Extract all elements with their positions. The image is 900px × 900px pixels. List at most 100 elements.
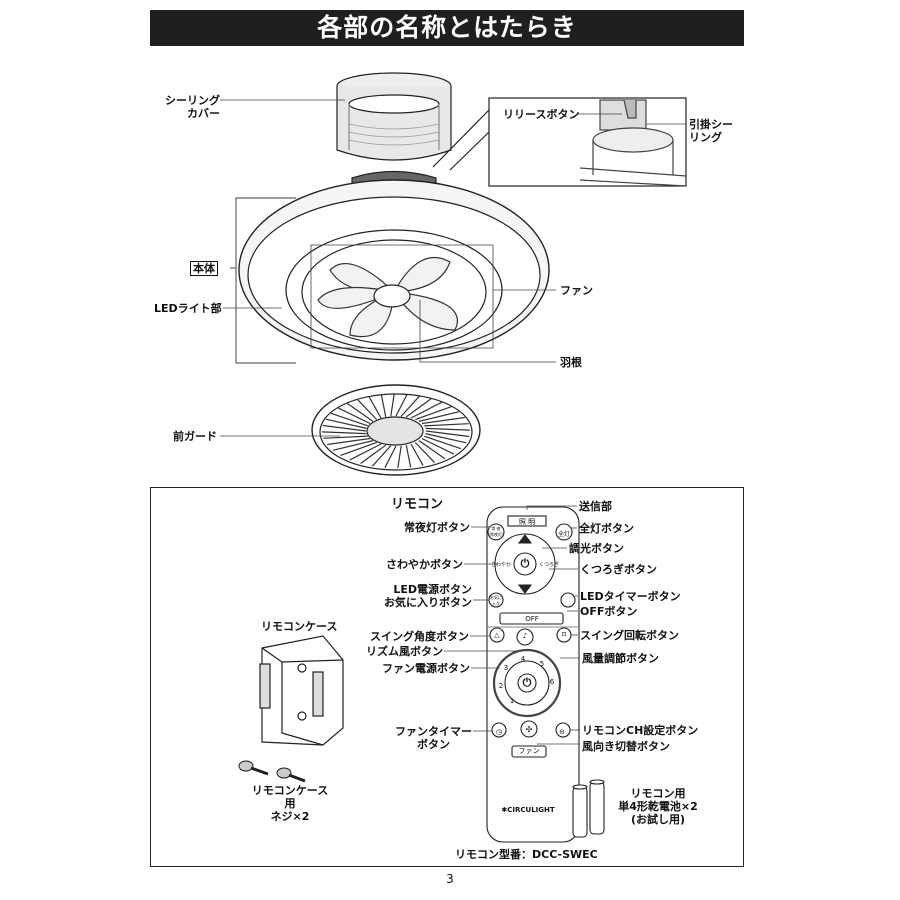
remote-heading: リモコン [391,497,444,512]
label-fan-power: ファン電源ボタン [382,662,470,675]
label-night-light: 常夜灯ボタン [404,521,470,534]
guard-spoke [384,445,397,468]
guard-spoke [418,440,446,460]
label-ceiling-cover: シーリング カバー [165,94,220,120]
label-led-timer: LEDタイマーボタン [580,590,681,603]
relax-button[interactable]: くつろぎ [538,562,559,568]
favorite-button[interactable]: お気に 入り [490,595,502,606]
remote-case-drawing [259,635,344,746]
guard-spoke [424,423,469,427]
speed-6[interactable]: 6 [549,678,555,686]
speed-3[interactable]: 3 [503,664,509,672]
label-dimmer: 調光ボタン [569,542,624,555]
label-body: 本体 [190,261,218,276]
guard-spoke [323,435,368,439]
guard-spoke [414,442,435,463]
fan-power-icon[interactable]: ⏻ [522,676,532,689]
page-number: 3 [446,872,454,886]
guard-spoke [421,416,465,425]
guard-spoke [357,399,378,420]
rhythm-icon[interactable]: ♪ [522,632,528,640]
remote-section [150,487,744,867]
label-fan-speed: 風量調節ボタン [582,652,659,665]
label-transmitter: 送信部 [579,500,612,513]
guard-spoke [400,395,421,417]
guard-spoke [421,437,455,455]
label-fresh: さわやかボタン [386,558,463,571]
guard-spoke [410,443,424,466]
label-blade: 羽根 [560,356,582,369]
label-led-light: LEDライト部 [154,302,222,315]
fan-timer-icon[interactable]: ◷ [495,728,503,736]
guard-spoke [360,444,387,464]
label-screws: リモコンケース用 ネジ×2 [251,784,329,823]
label-led-power-favorite: LED電源ボタン お気に入りボタン [384,583,472,609]
night-light-button[interactable]: 常 夜 (常夜灯) [488,526,504,537]
guard-spoke [418,411,460,422]
remote-brand: ✱CIRCULIGHT [501,806,555,814]
screws-drawing [238,760,306,783]
guard-spoke [371,445,392,467]
label-hook-ceiling: 引掛シー リング [689,118,733,144]
guard-spoke [325,418,367,429]
label-fan: ファン [560,284,593,297]
wind-direction-icon[interactable]: ✣ [525,725,533,734]
guard-spoke [346,402,374,422]
label-front-guard: 前ガード [173,430,217,443]
batteries-drawing [572,779,605,838]
guard-spoke [337,407,371,425]
guard-spoke [332,440,374,451]
label-batteries: リモコン用 単4形乾電池×2 (お試し用) [618,787,698,826]
guard-spoke [405,398,432,418]
label-swing-rotate: スイング回転ボタン [580,629,679,642]
remote-light-tab[interactable]: 照 明 [518,518,536,526]
power-icon[interactable]: ⏻ [520,557,530,570]
ceiling-cover-drawing [336,72,452,161]
fresh-button[interactable]: さわやか [490,562,511,568]
label-wind-direction: 風向き切替ボタン [582,740,670,753]
guard-spoke [390,393,395,417]
label-release-button: リリースボタン [503,108,580,121]
ch-setting-icon[interactable]: ⊖ [559,728,565,736]
guard-spoke [423,435,462,450]
guard-spoke [425,433,467,444]
guard-spoke [410,401,443,419]
label-relax: くつろぎボタン [580,563,657,576]
remote-model: リモコン型番：DCC-SWEC [455,848,598,861]
label-swing-angle: スイング角度ボタン [370,630,469,643]
off-button[interactable]: OFF [525,615,539,623]
label-off: OFFボタン [580,605,638,618]
swing-rotate-icon[interactable]: ⊡ [561,631,567,638]
swing-angle-icon[interactable]: △ [494,631,500,639]
guard-spoke [322,424,367,432]
label-ch-setting: リモコンCH設定ボタン [582,724,699,737]
guard-spoke [415,405,452,421]
remote-fan-tab[interactable]: ファン [518,747,540,755]
guard-spoke [380,394,387,418]
guard-spoke [425,427,471,431]
label-remote-case: リモコンケース [261,620,338,633]
guard-spoke [425,430,470,438]
label-fan-timer: ファンタイマー ボタン [395,725,472,751]
speed-2[interactable]: 2 [498,682,504,690]
speed-5[interactable]: 5 [539,660,545,668]
inset-drawing [579,99,687,187]
guard-spoke [340,441,377,457]
label-rhythm: リズム風ボタン [366,645,443,658]
label-full-light: 全灯ボタン [579,522,634,535]
guard-spoke [368,396,382,419]
speed-1[interactable]: 1 [509,697,515,705]
guard-spoke [321,431,367,435]
guard-spoke [395,394,408,417]
guard-spoke [327,437,371,446]
guard-spoke [330,412,369,427]
guard-spoke [405,444,412,468]
guard-spoke [349,443,382,461]
guard-spoke [397,445,402,469]
body-drawing [230,170,550,364]
full-light-button[interactable]: 全灯 [557,531,570,538]
speed-4[interactable]: 4 [520,655,526,663]
page-title: 各部の名称とはたらき [150,10,744,46]
